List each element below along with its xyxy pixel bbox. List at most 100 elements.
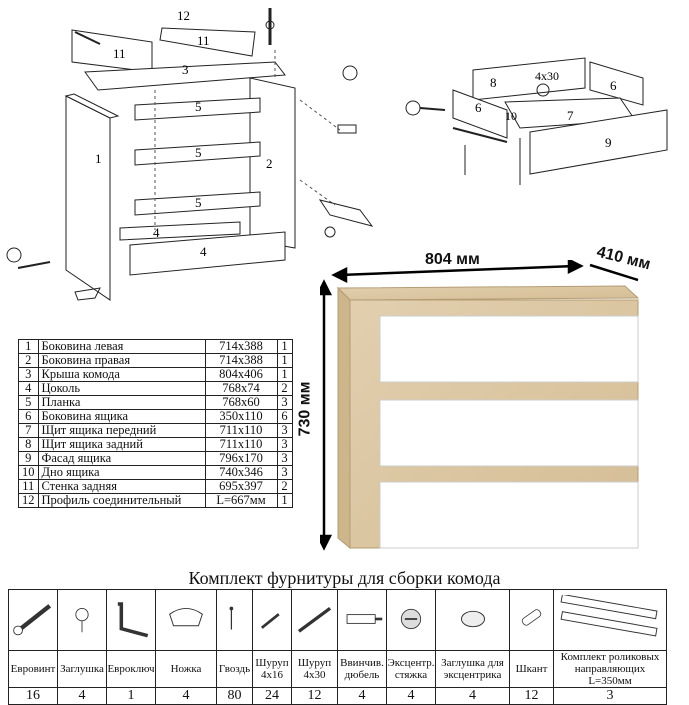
callout-12: 12 xyxy=(177,8,190,23)
parts-qty: 1 xyxy=(276,339,293,354)
carcass-exploded-diagram: 11 11 12 3 1 2 5 5 5 4 4 xyxy=(6,8,374,301)
parts-name: Крыша комода xyxy=(37,367,206,382)
parts-qty: 2 xyxy=(276,381,293,396)
parts-name: Стенка задняя xyxy=(37,479,206,494)
parts-name: Боковина правая xyxy=(37,353,206,368)
callout-1: 1 xyxy=(95,151,102,166)
parts-size: L=667мм xyxy=(204,493,278,508)
hardware-icon-cell xyxy=(106,589,156,651)
dowel-icon xyxy=(346,613,383,624)
cap-icon xyxy=(75,607,89,632)
parts-num: 5 xyxy=(18,395,39,410)
parts-size: 768x74 xyxy=(204,381,278,396)
parts-num: 11 xyxy=(18,479,39,494)
hardware-label: Гвоздь xyxy=(216,650,253,688)
parts-num: 9 xyxy=(18,451,39,466)
hardware-icon-cell xyxy=(155,589,217,651)
parts-name: Боковина левая xyxy=(37,339,206,354)
hardware-label: Комплект роликовых направляющих L=350мм xyxy=(553,650,667,688)
parts-size: 768x60 xyxy=(204,395,278,410)
hardware-icon-cell xyxy=(509,589,554,651)
parts-name: Фасад ящика xyxy=(37,451,206,466)
callout-3: 3 xyxy=(182,62,189,77)
hardware-icon-cell xyxy=(8,589,58,651)
parts-size: 711x110 xyxy=(204,423,278,438)
foot-icon xyxy=(169,607,203,626)
parts-size: 804x406 xyxy=(204,367,278,382)
drawer-callout-10: 10 xyxy=(505,109,517,123)
parts-name: Щит ящика передний xyxy=(37,423,206,438)
parts-name: Планка xyxy=(37,395,206,410)
parts-qty: 3 xyxy=(276,465,293,480)
hardware-label: Шуруп 4x16 xyxy=(252,650,292,688)
slide-rail-icon xyxy=(560,593,658,636)
screw-4x30-icon xyxy=(297,606,332,633)
parts-size: 714x388 xyxy=(204,353,278,368)
parts-size: 796x170 xyxy=(204,451,278,466)
cam-cap-icon xyxy=(460,610,485,627)
hardware-label: Шуруп 4x30 xyxy=(291,650,338,688)
parts-size: 740x346 xyxy=(204,465,278,480)
callout-2: 2 xyxy=(266,156,273,171)
drawer-callout-8: 8 xyxy=(490,75,497,90)
hardware-icon-cell xyxy=(337,589,387,651)
callout-5b: 5 xyxy=(195,145,202,160)
parts-size: 711x110 xyxy=(204,437,278,452)
hardware-qty: 16 xyxy=(8,687,58,705)
drawer-callout-7: 7 xyxy=(567,108,574,123)
parts-qty: 3 xyxy=(276,451,293,466)
parts-num: 6 xyxy=(18,409,39,424)
parts-qty: 1 xyxy=(276,367,293,382)
hardware-qty: 12 xyxy=(509,687,554,705)
hardware-icon-cell xyxy=(216,589,253,651)
nail-icon xyxy=(229,606,234,630)
parts-num: 4 xyxy=(18,381,39,396)
hardware-qty: 4 xyxy=(57,687,107,705)
parts-qty: 3 xyxy=(276,395,293,410)
dimension-width: 804 мм xyxy=(425,251,480,268)
hardware-label: Заглушка для эксцентрика xyxy=(435,650,510,688)
cam-lock-icon xyxy=(400,608,422,629)
hardware-icon-cell xyxy=(291,589,338,651)
callout-11b: 11 xyxy=(197,33,210,48)
hardware-qty: 4 xyxy=(337,687,387,705)
parts-num: 12 xyxy=(18,493,39,508)
hardware-label: Эксцентр. стяжка xyxy=(386,650,436,688)
hardware-qty: 12 xyxy=(291,687,338,705)
parts-num: 10 xyxy=(18,465,39,480)
parts-name: Щит ящика задний xyxy=(37,437,206,452)
parts-num: 7 xyxy=(18,423,39,438)
hardware-label: Евроключ xyxy=(106,650,156,688)
hardware-kit-title: Комплект фурнитуры для сборки комода xyxy=(188,568,501,588)
hardware-qty: 4 xyxy=(435,687,510,705)
drawer-callout-6a: 6 xyxy=(475,100,482,115)
hardware-label: Ножка xyxy=(155,650,217,688)
hardware-icon-cell xyxy=(553,589,667,651)
parts-num: 8 xyxy=(18,437,39,452)
hardware-qty: 3 xyxy=(553,687,667,705)
parts-name: Профиль соединительный xyxy=(37,493,206,508)
drawer-exploded-diagram: 8 4x30 6 6 7 10 9 xyxy=(405,57,668,185)
hardware-icon-cell xyxy=(435,589,510,651)
hardware-qty: 1 xyxy=(106,687,156,705)
parts-qty: 2 xyxy=(276,479,293,494)
parts-num: 3 xyxy=(18,367,39,382)
hardware-label: Ввинчив. дюбель xyxy=(337,650,387,688)
parts-qty: 1 xyxy=(276,353,293,368)
parts-qty: 1 xyxy=(276,493,293,508)
callout-4a: 4 xyxy=(153,225,160,240)
parts-num: 2 xyxy=(18,353,39,368)
drawer-callout-9: 9 xyxy=(605,135,612,150)
